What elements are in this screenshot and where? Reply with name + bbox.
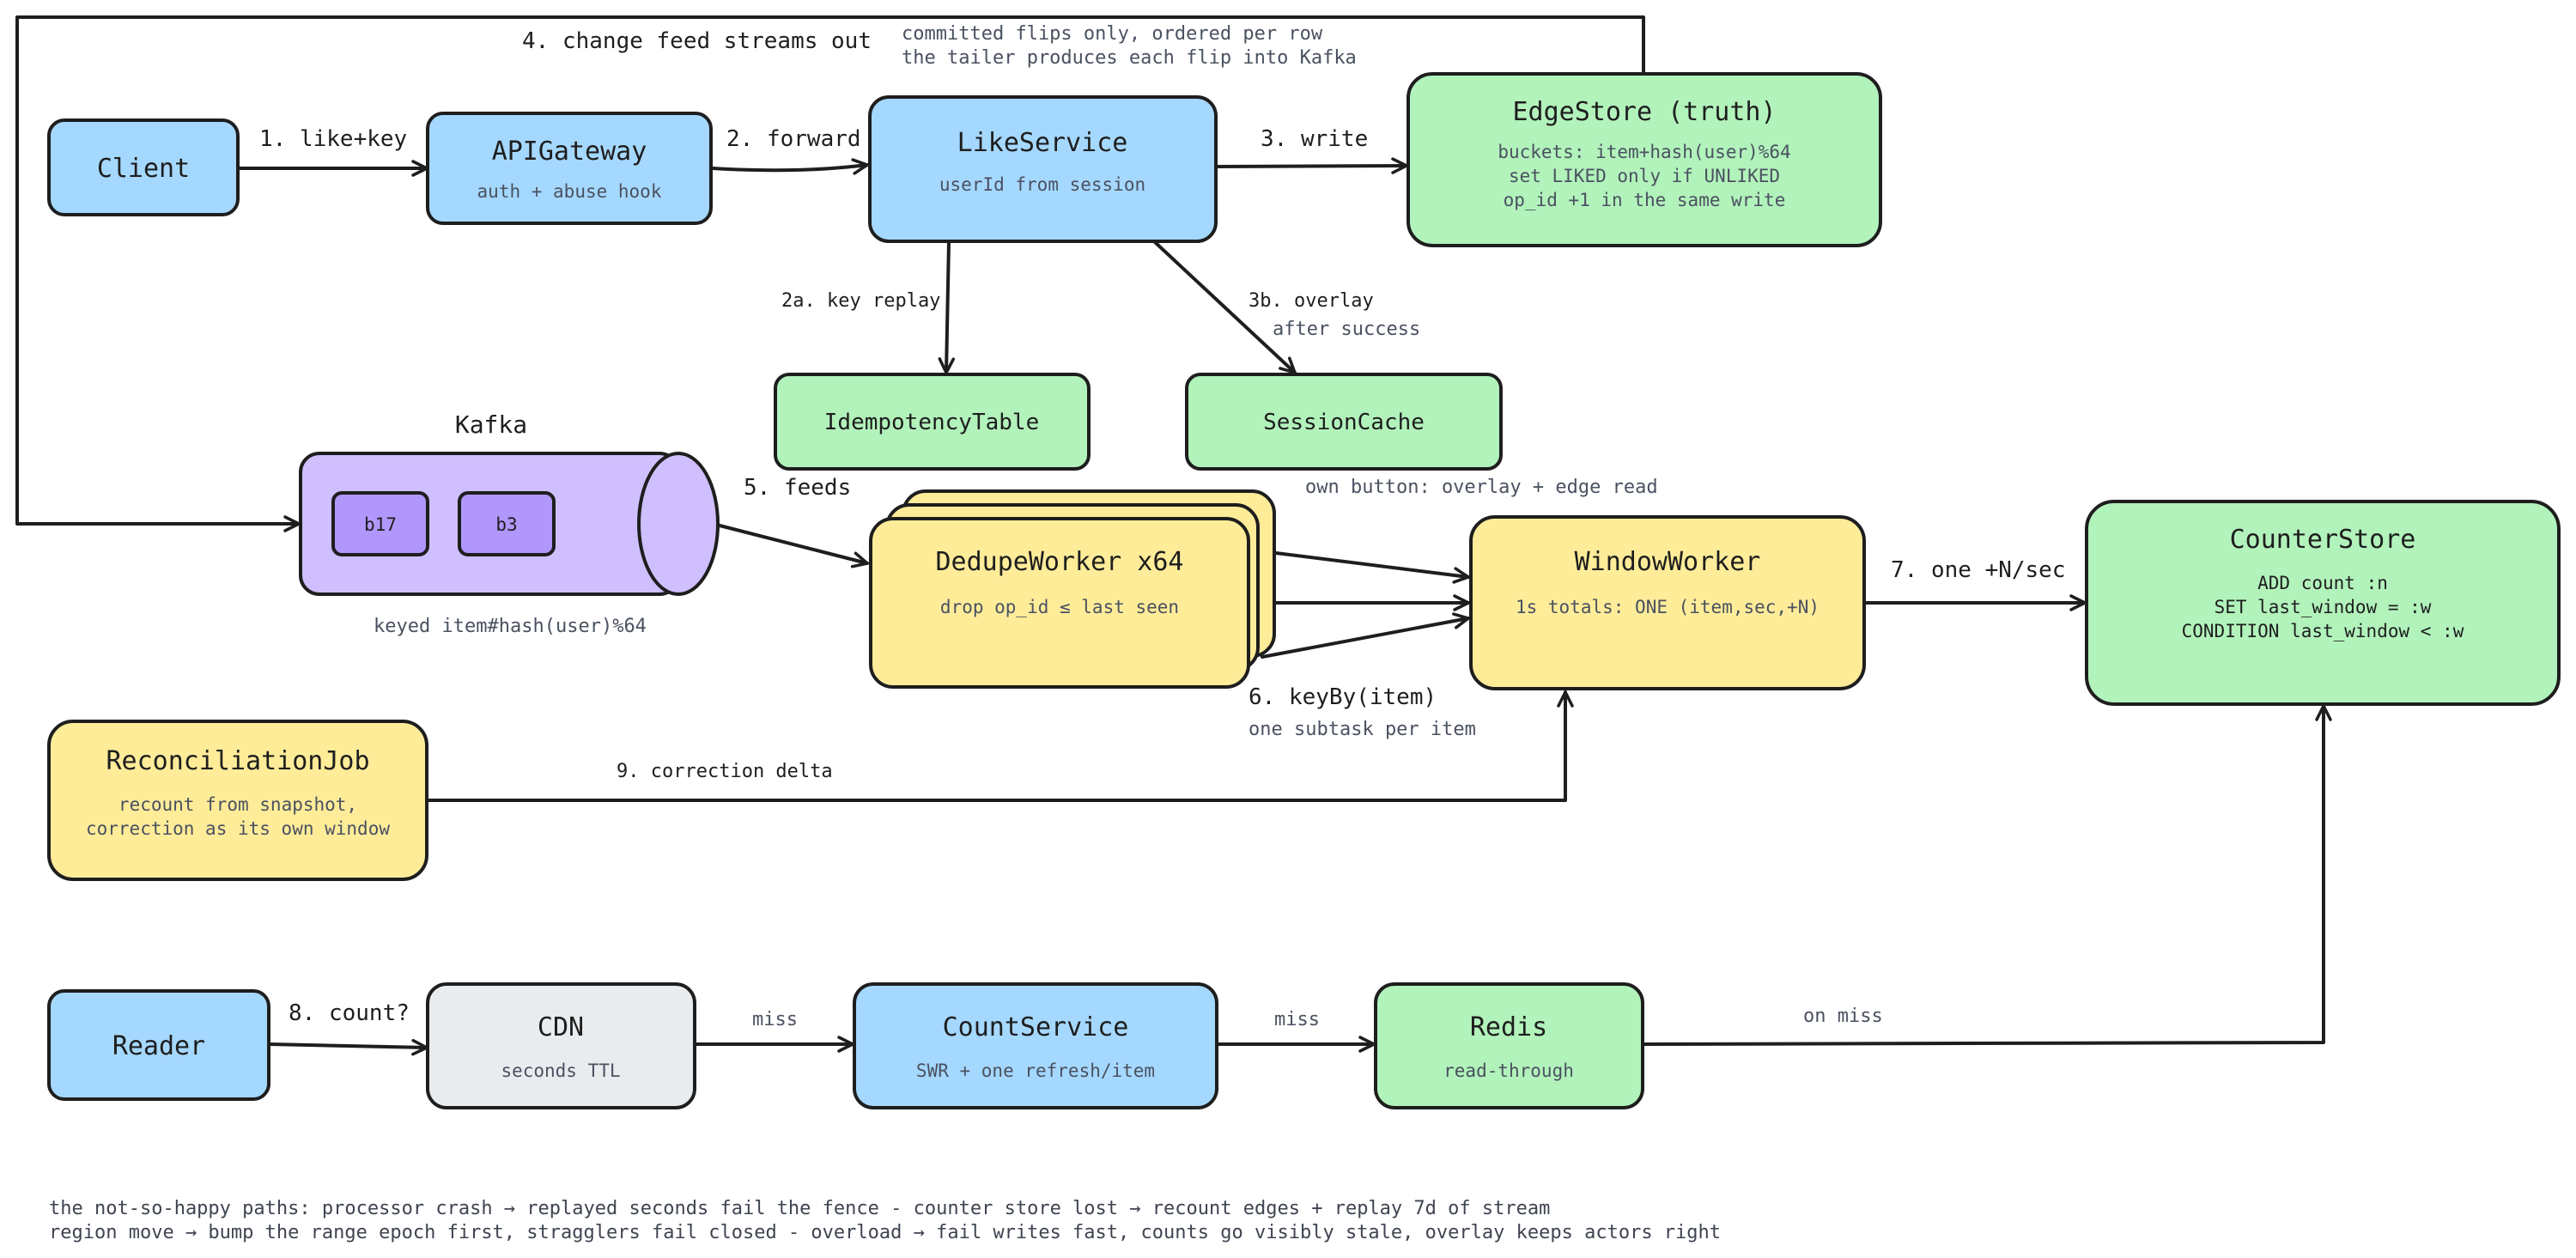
dedupe-title: DedupeWorker x64: [936, 547, 1184, 577]
cdn-title: CDN: [538, 1012, 584, 1042]
reconciliation-line-2: correction as its own window: [86, 818, 390, 839]
edge-labels: 1. like+key 2. forward 3. write 2a. key …: [259, 23, 2066, 1030]
node-apigateway: APIGateway auth + abuse hook: [426, 112, 713, 225]
edge-label-on-miss: on miss: [1803, 1006, 1883, 1027]
edges: [15, 15, 2332, 1056]
node-kafka: Kafka b17 b3 keyed item#hash(user)%64: [299, 410, 720, 637]
counterstore-line-1: ADD count :n: [2257, 573, 2388, 593]
edge-reconciliation-window: [425, 690, 1574, 802]
kafka-title: Kafka: [455, 410, 527, 439]
kafka-partition-b17: b17: [331, 491, 429, 556]
apigateway-sub: auth + abuse hook: [477, 181, 662, 202]
edge-changefeed-kafka: [15, 15, 1645, 532]
node-idempotency: IdempotencyTable: [774, 373, 1091, 471]
partition-label: b3: [495, 514, 517, 535]
window-title: WindowWorker: [1575, 547, 1761, 577]
counterstore-line-2: SET last_window = :w: [2215, 597, 2432, 617]
reconciliation-line-1: recount from snapshot,: [118, 794, 357, 815]
edge-dedupe-window-3: [1261, 612, 1470, 659]
edge-redis-counterstore: [1642, 704, 2332, 1046]
dedupe-sub: drop op_id ≤ last seen: [940, 597, 1179, 617]
node-reader: Reader: [47, 989, 270, 1101]
edge-label-miss-countservice: miss: [1274, 1009, 1320, 1030]
likeservice-title: LikeService: [957, 128, 1128, 158]
kafka-note: keyed item#hash(user)%64: [374, 616, 647, 637]
edge-label-1: 1. like+key: [259, 126, 407, 152]
edge-label-3: 3. write: [1261, 126, 1368, 152]
sessioncache-title: SessionCache: [1263, 410, 1425, 435]
counterstore-line-3: CONDITION last_window < :w: [2182, 621, 2464, 641]
node-dedupe: DedupeWorker x64 drop op_id ≤ last seen: [869, 489, 1276, 689]
counterstore-title: CounterStore: [2230, 525, 2416, 555]
edge-label-7: 7. one +N/sec: [1891, 557, 2066, 583]
partition-label: b17: [364, 514, 397, 535]
edge-apigateway-likeservice: [711, 158, 869, 175]
node-likeservice: LikeService userId from session: [868, 95, 1218, 243]
edge-likeservice-sessioncache: [1153, 240, 1297, 374]
edgestore-line-1: buckets: item+hash(user)%64: [1498, 142, 1790, 162]
likeservice-sub: userId from session: [939, 174, 1145, 195]
edge-kafka-dedupe: [718, 524, 869, 568]
reconciliation-title: ReconciliationJob: [106, 746, 369, 776]
edge-likeservice-idempotency: [938, 240, 956, 374]
footer-line-1: the not-so-happy paths: processor crash …: [49, 1198, 1550, 1219]
edge-note-4-line2: the tailer produces each flip into Kafka: [902, 47, 1357, 69]
edgestore-line-2: set LIKED only if UNLIKED: [1509, 166, 1780, 186]
edge-label-miss-cdn: miss: [752, 1009, 798, 1030]
kafka-partition-b3: b3: [458, 491, 556, 556]
edge-label-6: 6. keyBy(item): [1249, 684, 1437, 710]
node-client: Client: [47, 119, 240, 216]
countservice-sub: SWR + one refresh/item: [916, 1060, 1155, 1081]
edge-label-2: 2. forward: [726, 126, 861, 152]
countservice-title: CountService: [943, 1012, 1129, 1042]
node-edgestore: EdgeStore (truth) buckets: item+hash(use…: [1406, 72, 1882, 247]
sessioncache-note: own button: overlay + edge read: [1305, 477, 1658, 498]
node-window: WindowWorker 1s totals: ONE (item,sec,+N…: [1469, 515, 1866, 690]
footer-notes: the not-so-happy paths: processor crash …: [49, 1198, 1721, 1243]
node-redis: Redis read-through: [1374, 982, 1644, 1109]
window-sub: 1s totals: ONE (item,sec,+N): [1516, 597, 1820, 617]
edge-label-3b: 3b. overlay: [1249, 290, 1374, 312]
apigateway-title: APIGateway: [492, 137, 647, 167]
footer-line-2: region move → bump the range epoch first…: [49, 1222, 1721, 1243]
node-countservice: CountService SWR + one refresh/item: [853, 982, 1218, 1109]
idempotency-title: IdempotencyTable: [824, 410, 1039, 435]
redis-title: Redis: [1470, 1012, 1547, 1042]
node-reconciliation: ReconciliationJob recount from snapshot,…: [47, 720, 428, 881]
edge-label-5: 5. feeds: [744, 475, 851, 501]
edge-note-3b: after success: [1273, 319, 1420, 340]
edge-note-6: one subtask per item: [1249, 719, 1476, 740]
kafka-cylinder-end: [637, 452, 720, 596]
edgestore-title: EdgeStore (truth): [1512, 97, 1776, 127]
node-counterstore: CounterStore ADD count :n SET last_windo…: [2085, 500, 2561, 706]
edge-note-4-line1: committed flips only, ordered per row: [902, 23, 1323, 45]
cdn-sub: seconds TTL: [501, 1060, 620, 1081]
redis-sub: read-through: [1443, 1060, 1574, 1081]
node-sessioncache: SessionCache own button: overlay + edge …: [1185, 373, 1658, 498]
edge-dedupe-window-1: [1261, 550, 1470, 584]
node-cdn: CDN seconds TTL: [426, 982, 696, 1109]
edge-reader-cdn: [268, 1038, 428, 1056]
edge-label-4: 4. change feed streams out: [522, 28, 872, 54]
edge-likeservice-edgestore: [1215, 157, 1408, 174]
edge-label-9: 9. correction delta: [617, 761, 833, 782]
reader-title: Reader: [112, 1031, 205, 1061]
edgestore-line-3: op_id +1 in the same write: [1504, 190, 1786, 210]
edge-label-2a: 2a. key replay: [781, 290, 940, 312]
edge-label-8: 8. count?: [289, 1000, 410, 1026]
client-title: Client: [97, 154, 190, 184]
